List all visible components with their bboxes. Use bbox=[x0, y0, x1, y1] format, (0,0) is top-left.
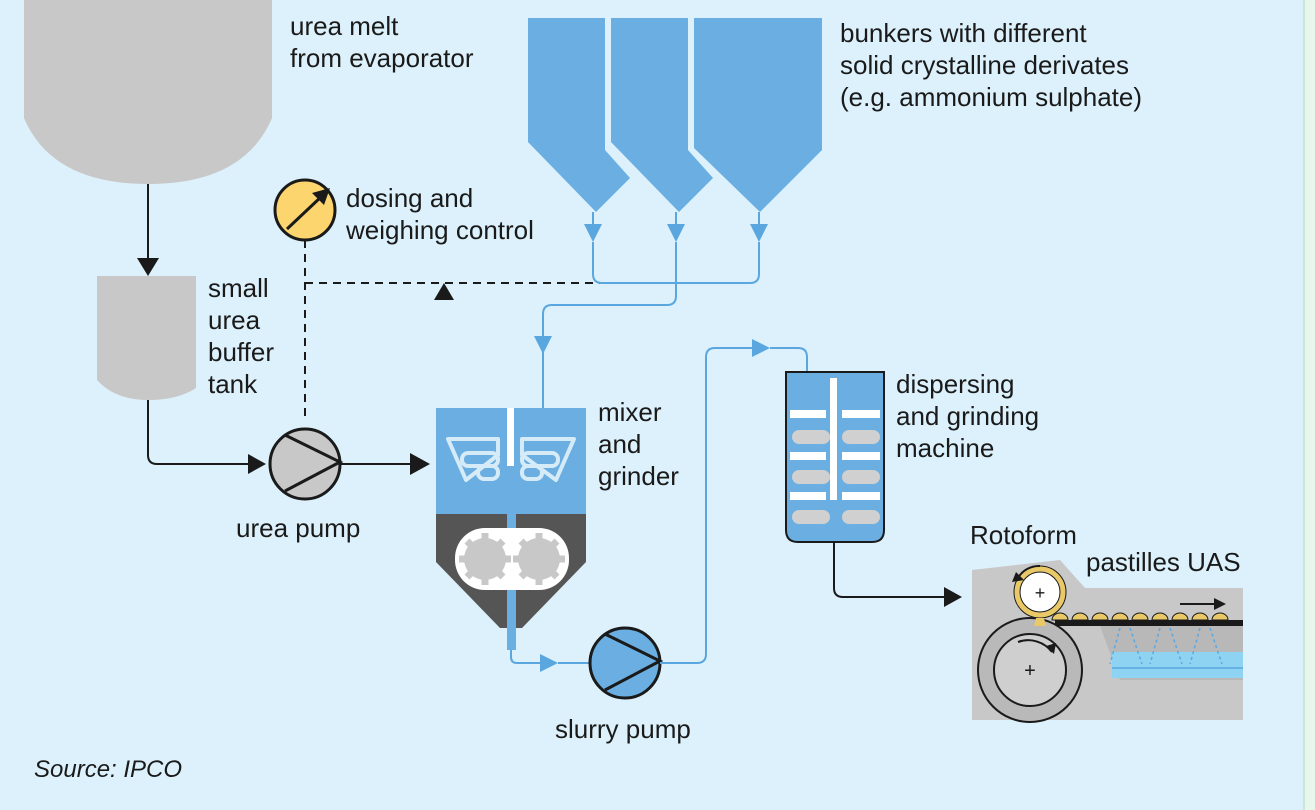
dosing-label: dosing and weighing control bbox=[346, 183, 534, 245]
dosing-gauge-icon bbox=[273, 178, 337, 242]
dispersing-machine bbox=[785, 371, 885, 543]
bunker-feed-lines bbox=[542, 212, 760, 408]
svg-text:+: + bbox=[1024, 660, 1036, 682]
buffer-tank bbox=[97, 276, 196, 400]
mixer-grinder bbox=[436, 408, 586, 650]
slurry-pump-icon bbox=[588, 626, 664, 700]
tank-to-pump-line bbox=[147, 400, 248, 465]
bunker-3 bbox=[694, 18, 822, 212]
evaporator-vessel bbox=[24, 0, 272, 184]
tank-to-pump-arrow-icon bbox=[248, 454, 266, 474]
mixer-to-slurry-line bbox=[510, 650, 540, 664]
source-credit: Source: IPCO bbox=[34, 756, 183, 783]
disperser-to-rotoform-line bbox=[833, 542, 944, 598]
pump-to-mixer-arrow-icon bbox=[410, 453, 430, 475]
mixer-feed-arrow-icon bbox=[534, 336, 552, 354]
bunker-1-arrow-icon bbox=[584, 224, 602, 242]
mixer-to-slurry-arrow-icon bbox=[540, 654, 558, 672]
urea-melt-label: urea melt from evaporator bbox=[290, 11, 474, 73]
control-arrow-icon bbox=[434, 283, 454, 300]
bunker-2-arrow-icon bbox=[667, 224, 685, 242]
rotoform-label: Rotoform bbox=[970, 520, 1077, 550]
disperser-to-rotoform-arrow-icon bbox=[944, 587, 962, 607]
urea-pump-icon bbox=[268, 427, 344, 501]
bunkers-label: bunkers with different solid crystalline… bbox=[840, 18, 1143, 112]
pastilles-label: pastilles UAS bbox=[1086, 547, 1241, 577]
bunker-2 bbox=[611, 18, 713, 212]
slurry-pump-label: slurry pump bbox=[555, 714, 691, 744]
mixer-label: mixer and grinder bbox=[598, 397, 679, 491]
rotoform-machine: + + bbox=[972, 560, 1243, 723]
svg-text:+: + bbox=[1035, 583, 1046, 603]
page-edge bbox=[1303, 0, 1315, 810]
dispersing-label: dispersing and grinding machine bbox=[896, 369, 1040, 463]
bunker-1 bbox=[528, 18, 630, 212]
slurry-to-disperser-arrow-icon bbox=[752, 339, 770, 357]
urea-pump-label: urea pump bbox=[236, 513, 361, 543]
bunkers bbox=[528, 18, 822, 212]
bunker-3-arrow-icon bbox=[750, 224, 768, 242]
buffer-tank-label: small urea buffer tank bbox=[208, 273, 275, 399]
slurry-to-disperser-line bbox=[660, 347, 752, 664]
melt-arrow-icon bbox=[137, 258, 159, 276]
disperser-inlet-line bbox=[770, 347, 808, 372]
